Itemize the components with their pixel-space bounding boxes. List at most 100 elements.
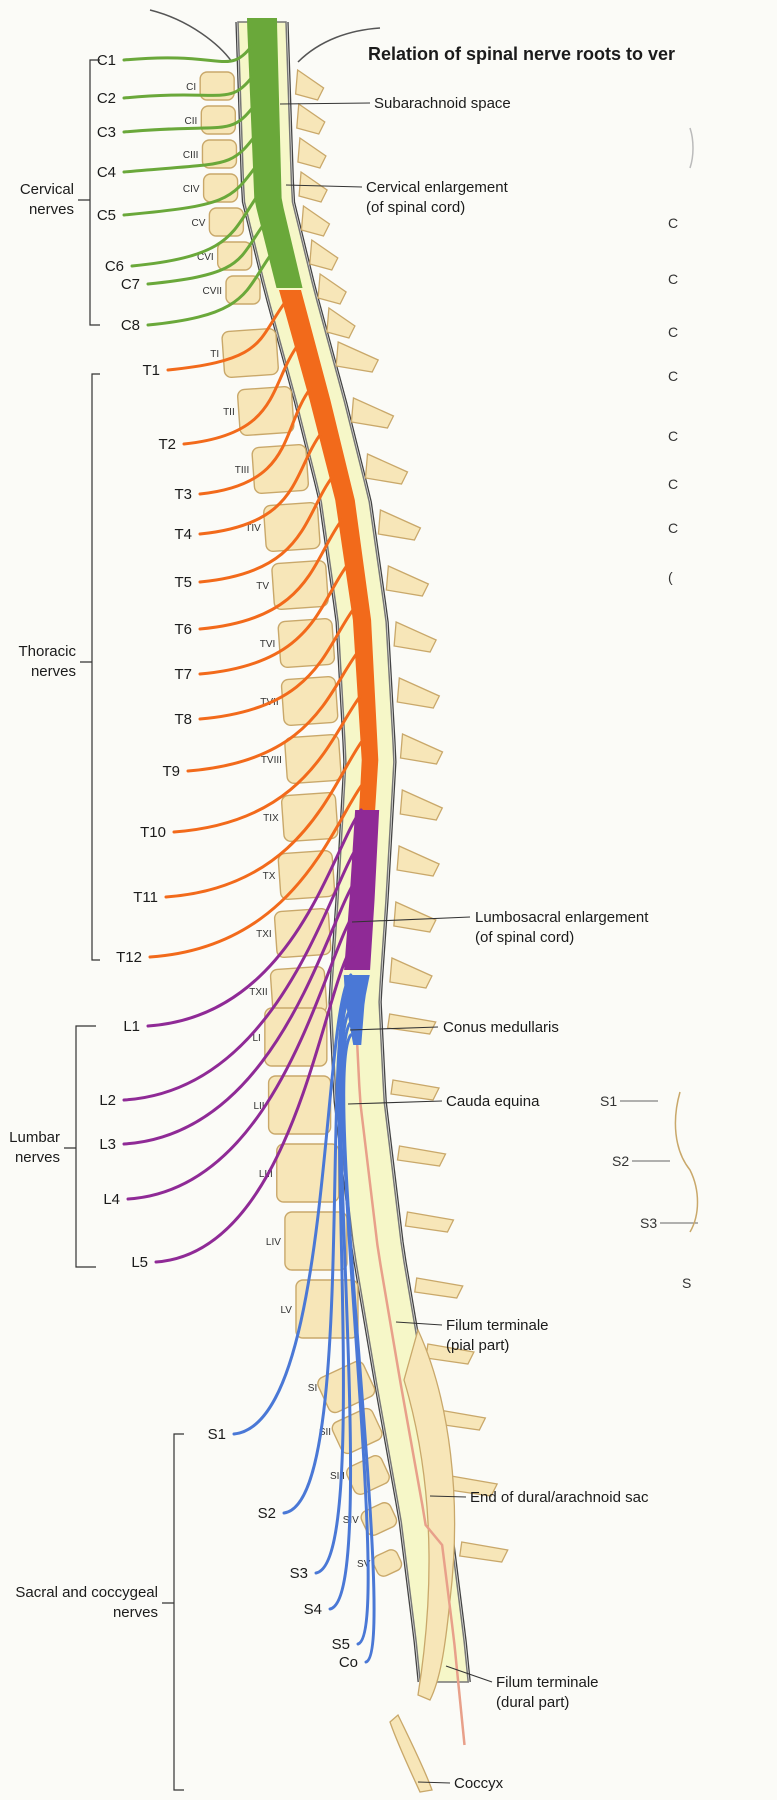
group-label-cervical: nerves [29, 201, 74, 218]
bracket-thoracic [80, 374, 100, 960]
fragment-letter: C [668, 368, 678, 384]
vertebra-label: TXI [256, 929, 272, 940]
vertebral-body [281, 676, 338, 726]
nerve-label-c5: C5 [97, 207, 116, 224]
nerve-label-c8: C8 [121, 317, 140, 334]
nerve-label-l5: L5 [131, 1254, 148, 1271]
spinous-process [301, 206, 329, 236]
nerve-label-t6: T6 [174, 621, 192, 638]
vertebra-label: TVI [260, 639, 276, 650]
vertebra-label: CI [186, 82, 196, 93]
nerve-label-t9: T9 [162, 763, 180, 780]
vertebral-body [222, 328, 279, 378]
nerve-label-c7: C7 [121, 276, 140, 293]
fragment-sacral-label: S [682, 1275, 691, 1291]
spinous-process [405, 1212, 453, 1232]
vertebra-label: CIII [183, 150, 199, 161]
annotation-cervical_enl: Cervical enlargement [366, 179, 509, 196]
nerve-label-s3: S3 [290, 1565, 308, 1582]
vertebral-body [278, 618, 335, 668]
vertebra-label: LV [280, 1305, 292, 1316]
nerve-label-co: Co [339, 1654, 358, 1671]
spinous-process [378, 510, 420, 540]
nerve-label-t10: T10 [140, 824, 166, 841]
bracket-lumbar [64, 1026, 96, 1267]
annotation-cervical_enl: (of spinal cord) [366, 199, 465, 216]
fragment-letter: C [668, 324, 678, 340]
vertebra-label: TI [210, 349, 219, 360]
vertebral-body [209, 208, 243, 236]
spinous-process [415, 1278, 463, 1298]
group-label-lumbar: nerves [15, 1149, 60, 1166]
vertebra-label: TX [263, 871, 276, 882]
fragment-sacrum-edge [675, 1092, 697, 1232]
fragment-sacral-label: S1 [600, 1093, 617, 1109]
fragment-letter: C [668, 428, 678, 444]
spinous-process [397, 846, 439, 876]
spinous-process [318, 274, 346, 304]
vertebra-label: TIX [263, 813, 279, 824]
vertebral-body [277, 1144, 339, 1202]
leader-subarachnoid [280, 103, 370, 104]
nerve-label-t12: T12 [116, 949, 142, 966]
fragment-letter: C [668, 271, 678, 287]
spinous-process [397, 678, 439, 708]
spinous-process [298, 138, 326, 168]
vertebral-body [371, 1548, 404, 1579]
spinous-process [299, 172, 327, 202]
fragment-letter: C [668, 476, 678, 492]
nerve-label-t3: T3 [174, 486, 192, 503]
vertebra-label: CIV [183, 184, 200, 195]
nerve-label-s4: S4 [304, 1601, 322, 1618]
nerve-label-t5: T5 [174, 574, 192, 591]
spinous-process [394, 902, 436, 932]
nerve-label-s2: S2 [258, 1505, 276, 1522]
nerve-label-s1: S1 [208, 1426, 226, 1443]
vertebral-body [201, 106, 235, 134]
spinous-process [391, 1080, 439, 1100]
nerve-label-c4: C4 [97, 164, 116, 181]
vertebra-label: LI [253, 1033, 261, 1044]
spinous-process [394, 622, 436, 652]
nerve-label-l3: L3 [99, 1136, 116, 1153]
fragment-sacral-label: S2 [612, 1153, 629, 1169]
annotation-filum_pial: (pial part) [446, 1337, 509, 1354]
spinous-process [297, 104, 325, 134]
vertebra-label: CV [191, 218, 205, 229]
leader-cervical_enl [286, 185, 362, 187]
nerve-label-c6: C6 [105, 258, 124, 275]
nerve-label-s5: S5 [332, 1636, 350, 1653]
nerve-label-t8: T8 [174, 711, 192, 728]
nerve-label-t7: T7 [174, 666, 192, 683]
vertebra-label: CVII [203, 286, 222, 297]
nerve-label-t11: T11 [133, 889, 158, 906]
annotation-dural_end: End of dural/arachnoid sac [470, 1489, 649, 1506]
nerve-label-t1: T1 [142, 362, 160, 379]
annotation-lumbosacral_enl: Lumbosacral enlargement [475, 909, 649, 926]
annotation-lumbosacral_enl: (of spinal cord) [475, 929, 574, 946]
vertebral-body [281, 792, 338, 842]
spinous-process [401, 734, 443, 764]
spinous-process [386, 566, 428, 596]
vertebral-body [237, 386, 294, 436]
group-label-lumbar: Lumbar [9, 1129, 60, 1146]
annotation-coccyx: Coccyx [454, 1775, 504, 1792]
spinous-process [460, 1542, 508, 1562]
nerve-label-l4: L4 [103, 1191, 120, 1208]
annotation-subarachnoid: Subarachnoid space [374, 95, 511, 112]
nerve-label-l1: L1 [123, 1018, 140, 1035]
spinous-process [388, 1014, 436, 1034]
nerve-label-l2: L2 [99, 1092, 116, 1109]
fragment-sacral-label: S3 [640, 1215, 657, 1231]
annotation-conus: Conus medullaris [443, 1019, 559, 1036]
fragment-letter: C [668, 215, 678, 231]
skull-outline [150, 10, 232, 62]
annotation-filum_dural: (dural part) [496, 1694, 569, 1711]
spinous-process [336, 342, 378, 372]
vertebra-label: TXII [249, 987, 267, 998]
vertebra-label: CII [185, 116, 198, 127]
group-label-sacral: nerves [113, 1604, 158, 1621]
diagram-title: Relation of spinal nerve roots to ver [368, 44, 675, 64]
annotation-filum_dural: Filum terminale [496, 1674, 599, 1691]
